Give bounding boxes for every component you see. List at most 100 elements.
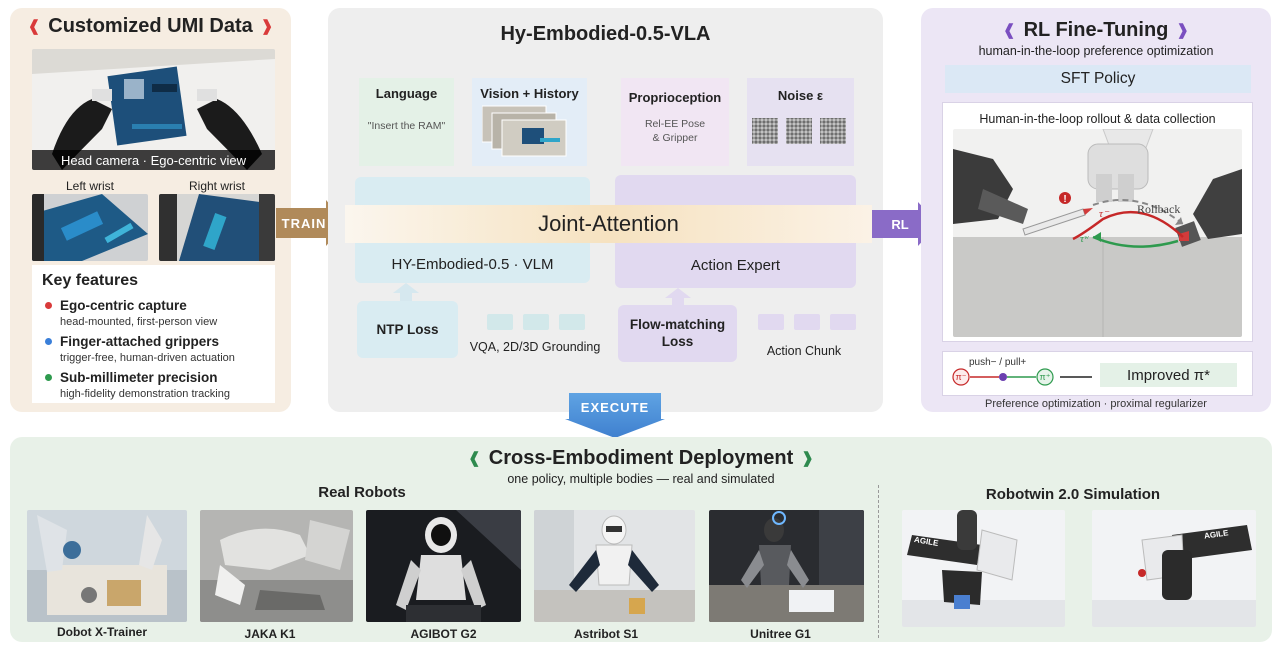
ntp-up-arrow: [393, 283, 419, 301]
action-token: [830, 314, 856, 330]
sim-photo-1: AGILE: [902, 510, 1065, 627]
language-title: Language: [375, 85, 438, 101]
feature-bullet-red: [45, 302, 52, 310]
vlm-block: [355, 243, 590, 283]
vlm-label: HY-Embodied-0.5 · VLM: [391, 255, 554, 273]
action-chunk-label: Action Chunk: [766, 344, 842, 358]
flow-loss-box: [618, 305, 737, 362]
right-bracket-icon: ❱: [1176, 22, 1189, 39]
deploy-divider: [878, 485, 879, 638]
key-features-title: Key features: [42, 272, 139, 289]
rl-label: RL: [891, 216, 909, 232]
left-bracket-icon: ❰: [27, 18, 41, 35]
proprio-title: Proprioception: [628, 89, 722, 105]
umi-title-row: ❰ Customized UMI Data ❱: [10, 12, 291, 40]
robot-photo-jaka: [200, 510, 353, 622]
rollout-photo: ! τ⁻ τʷ Rollback: [953, 129, 1242, 337]
sim-photo-2: AGILE: [1092, 510, 1256, 627]
feature-bullet-blue: [45, 338, 52, 346]
rl-subtitle: human-in-the-loop preference optimizatio…: [978, 44, 1214, 58]
umi-head-scene: [32, 49, 275, 170]
vla-title: Hy-Embodied-0.5-VLA: [500, 22, 711, 45]
svg-text:!: !: [1063, 194, 1066, 205]
deploy-subtitle: one policy, multiple bodies — real and s…: [507, 472, 775, 486]
vqa-token: [523, 314, 549, 330]
real-robots-title: Real Robots: [318, 483, 406, 501]
feature-desc: head-mounted, first-person view: [60, 316, 218, 328]
joint-attention-band: [345, 205, 872, 243]
deploy-title: Cross-Embodiment Deployment: [488, 446, 794, 469]
noise-title: Noise ε: [777, 87, 824, 103]
robot-photo-astribot: [534, 510, 695, 622]
feature-bullet-green: [45, 374, 52, 382]
right-bracket-icon: ❱: [801, 450, 814, 467]
vision-history-frames: [481, 104, 582, 160]
right-wrist-label: Right wrist: [188, 179, 245, 193]
preference-graph: π⁻ π⁺: [950, 366, 1100, 388]
robot-label-astribot: Astribot S1: [573, 627, 638, 641]
right-wrist-photo: [159, 194, 275, 261]
head-camera-caption: Head camera · Ego-centric view: [61, 152, 246, 168]
head-camera-photo: Head camera · Ego-centric view: [32, 49, 275, 170]
language-box: [359, 78, 454, 166]
key-features-box: [32, 265, 275, 403]
left-bracket-icon: ❰: [1003, 22, 1016, 39]
robot-label-agibot: AGIBOT G2: [410, 627, 477, 641]
robot-label-dobot: Dobot X-Trainer: [56, 625, 147, 639]
train-label: TRAIN: [281, 215, 327, 231]
rollback-label: Rollback: [1137, 202, 1181, 216]
rollout-title: Human-in-the-loop rollout & data collect…: [979, 112, 1216, 126]
ntp-loss-box: NTP Loss: [357, 301, 458, 358]
robot-photo-dobot: [27, 510, 187, 622]
right-bracket-icon: ❱: [260, 18, 274, 35]
vqa-label: VQA, 2D/3D Grounding: [469, 340, 601, 354]
feature-title: Finger-attached grippers: [60, 334, 220, 349]
feature-title: Sub-millimeter precision: [60, 370, 218, 385]
sft-policy-box: SFT Policy: [945, 65, 1251, 93]
sim-title: Robotwin 2.0 Simulation: [985, 485, 1161, 503]
joint-attention-label: Joint-Attention: [538, 211, 679, 236]
robot-label-jaka: JAKA K1: [244, 627, 296, 641]
execute-arrow: EXECUTE: [565, 393, 665, 438]
preference-caption: Preference optimization · proximal regul…: [985, 398, 1207, 410]
svg-text:τʷ: τʷ: [1080, 233, 1089, 245]
push-pull-label: push− / pull+: [969, 357, 1027, 368]
proprio-desc-1: Rel-EE Pose: [644, 118, 706, 130]
feature-item-precision: Sub-millimeter precision high-fidelity d…: [45, 369, 275, 400]
language-example: "Insert the RAM": [367, 120, 446, 132]
rl-title-row: ❰ RL Fine-Tuning ❱: [921, 17, 1271, 43]
action-expert-block: [615, 243, 856, 288]
flow-loss-line-2: Loss: [661, 334, 694, 349]
deploy-title-row: ❰ Cross-Embodiment Deployment ❱: [10, 445, 1272, 471]
action-expert-label: Action Expert: [690, 256, 781, 274]
proprio-box: [621, 78, 729, 166]
action-token: [758, 314, 784, 330]
robot-label-unitree: Unitree G1: [750, 627, 811, 641]
robot-photo-unitree: [709, 510, 864, 622]
svg-text:τ⁻: τ⁻: [1099, 208, 1110, 220]
feature-title: Ego-centric capture: [60, 298, 187, 313]
rollout-scene: ! τ⁻ τʷ: [953, 129, 1242, 337]
vision-title: Vision + History: [480, 85, 579, 101]
vqa-token: [487, 314, 513, 330]
proprio-desc-2: & Gripper: [652, 132, 698, 144]
feature-item-grippers: Finger-attached grippers trigger-free, h…: [45, 333, 275, 364]
vqa-token: [559, 314, 585, 330]
pi-plus-label: π⁺: [1039, 371, 1051, 382]
execute-label: EXECUTE: [580, 399, 650, 415]
left-wrist-label: Left wrist: [65, 179, 114, 193]
noise-samples: [751, 117, 851, 145]
flow-loss-line-1: Flow-matching: [629, 317, 726, 332]
feature-desc: trigger-free, human-driven actuation: [60, 352, 235, 364]
left-wrist-photo: [32, 194, 148, 261]
rl-title: RL Fine-Tuning: [1023, 18, 1169, 41]
expert-block-top: [615, 175, 856, 205]
improved-policy-box: Improved π*: [1100, 363, 1237, 387]
umi-title: Customized UMI Data: [48, 14, 253, 37]
feature-desc: high-fidelity demonstration tracking: [60, 388, 230, 400]
feature-item-ego: Ego-centric capture head-mounted, first-…: [45, 297, 275, 328]
flow-up-arrow: [665, 288, 691, 306]
vlm-block-top: [355, 177, 590, 205]
pi-minus-label: π⁻: [955, 371, 967, 382]
robot-photo-agibot: [366, 510, 521, 622]
